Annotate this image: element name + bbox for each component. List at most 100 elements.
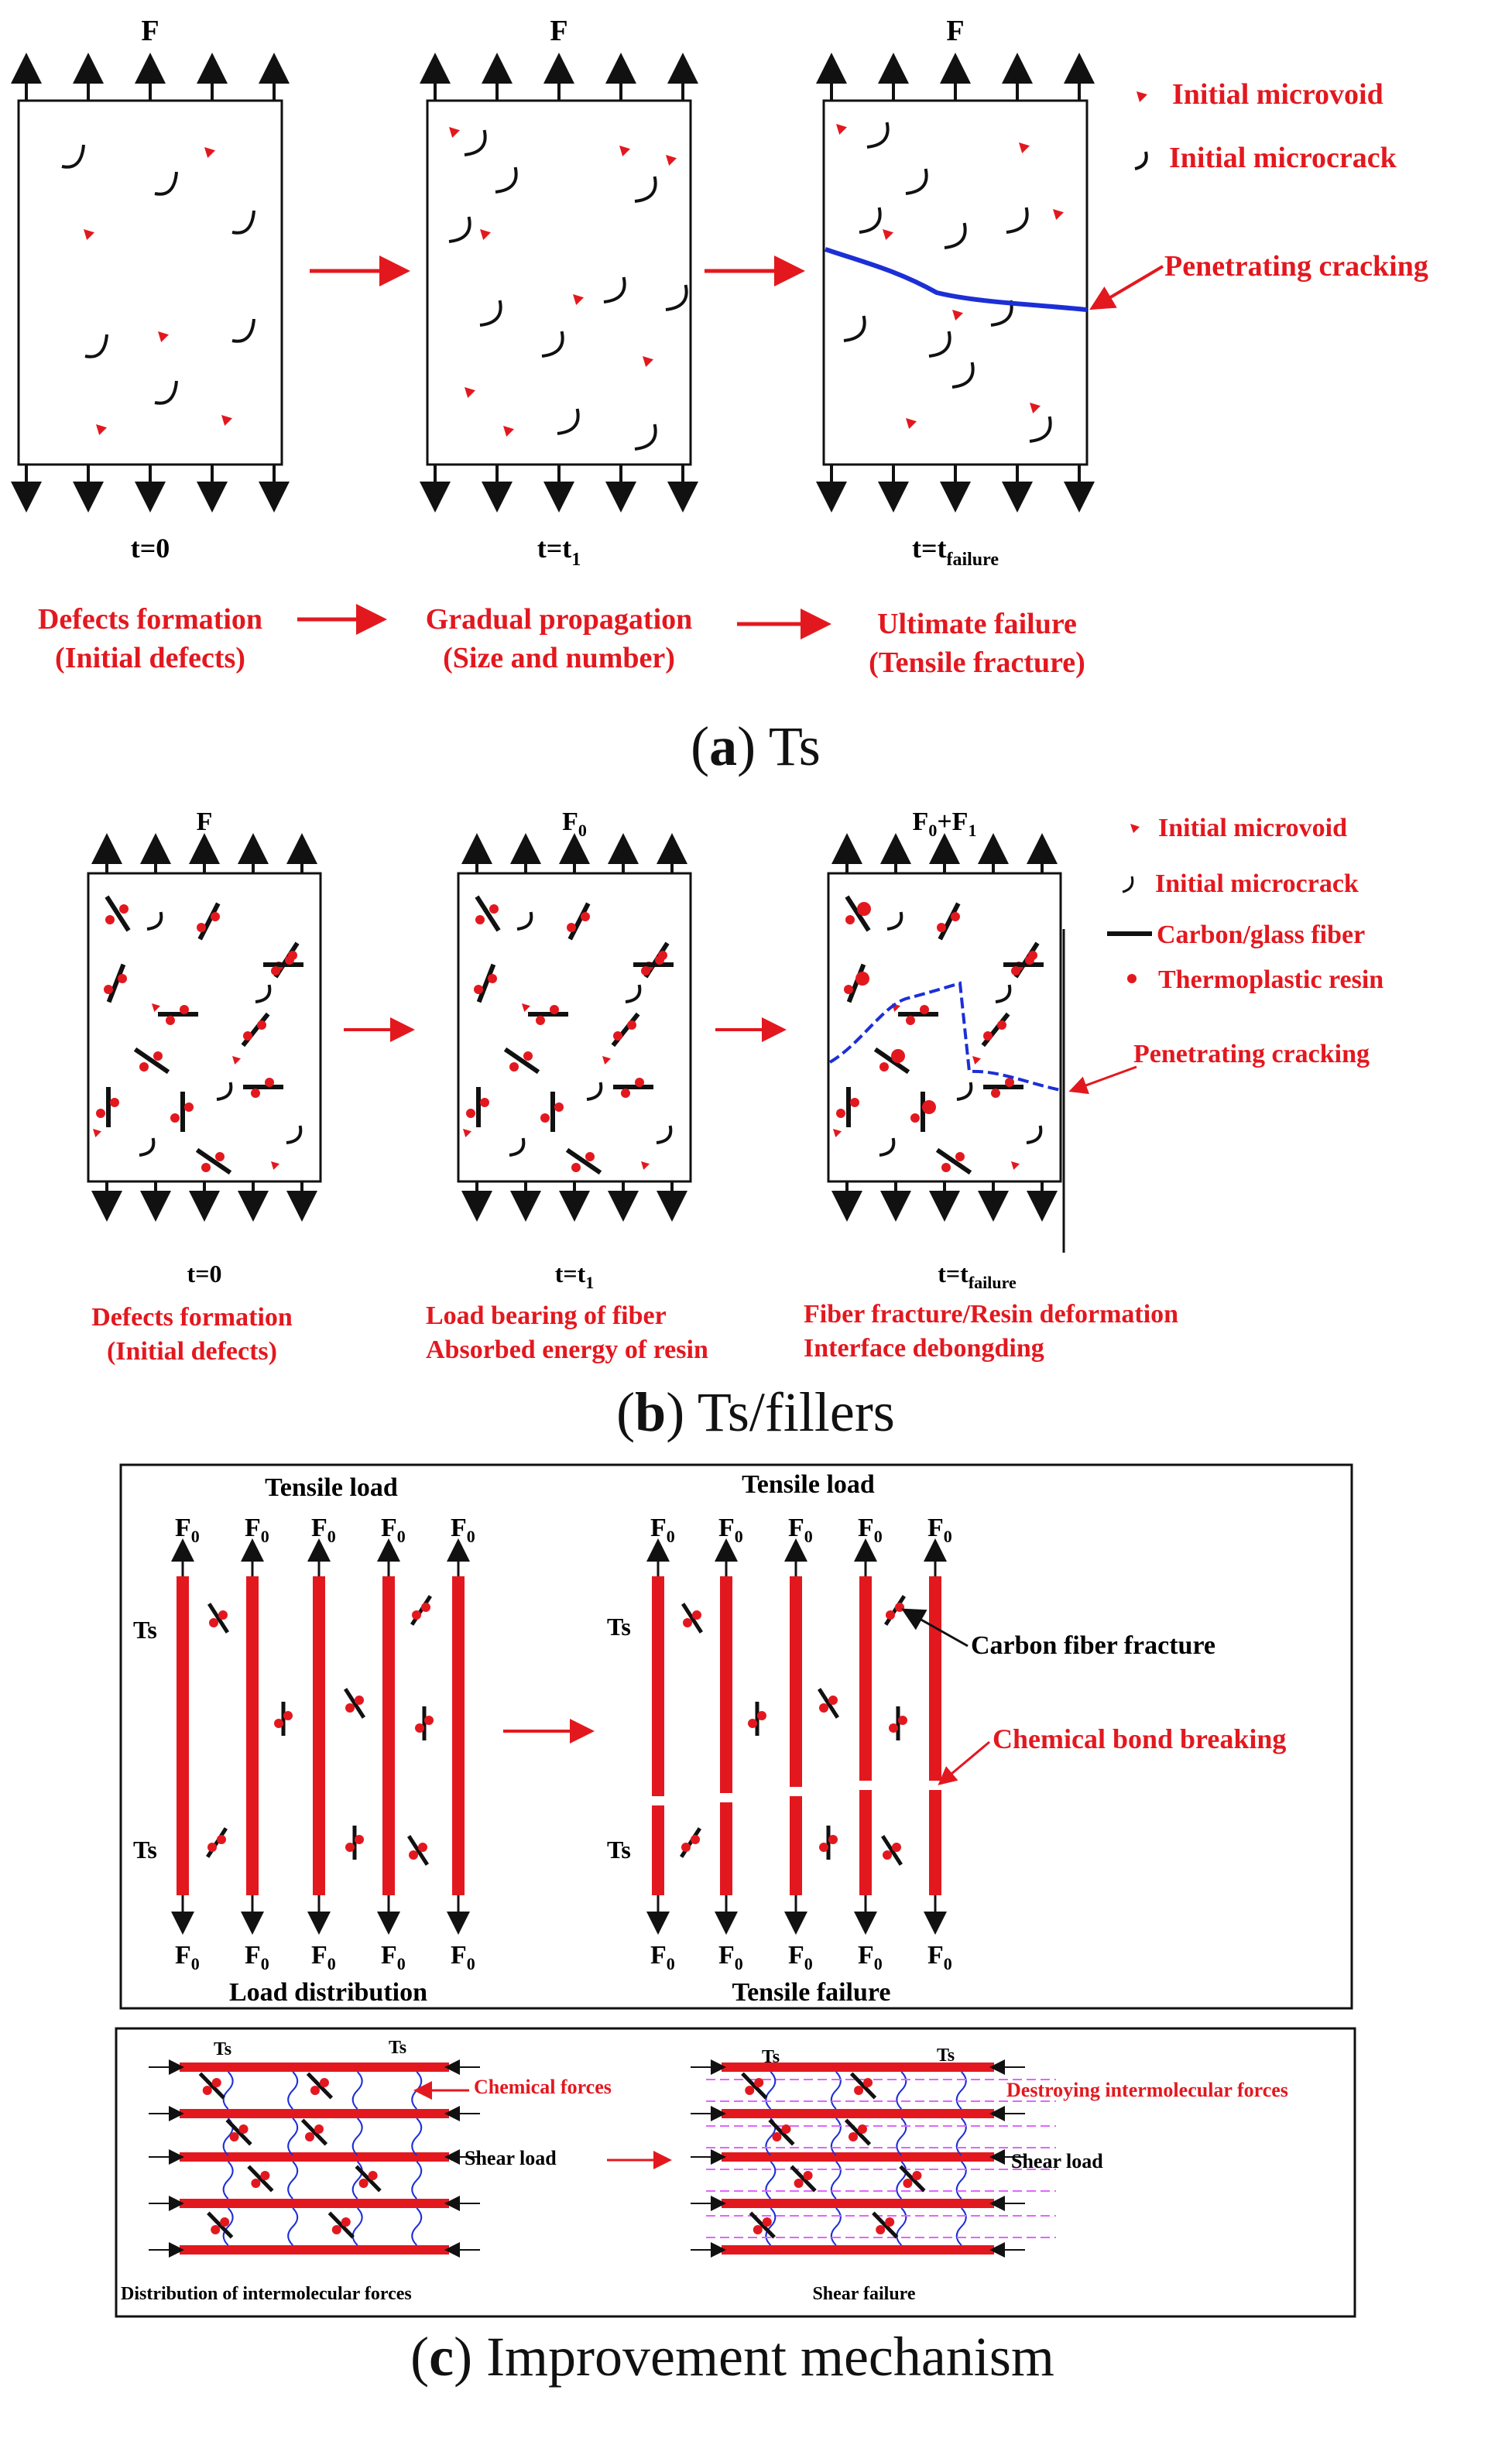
fiber-rod [720, 1576, 732, 1793]
f0-label: F0 [175, 1941, 200, 1973]
resin-dot [368, 2171, 378, 2180]
load-label: F [550, 15, 567, 47]
stage-label: Gradual propagation [426, 603, 693, 636]
resin-dot [197, 923, 206, 932]
microvoid [1053, 209, 1064, 220]
load-arrows [11, 53, 1095, 513]
stage-label: (Initial defects) [55, 642, 245, 674]
time-label: t=t1 [537, 533, 581, 570]
resin-dot [285, 955, 294, 965]
f0-label: F0 [451, 1514, 475, 1546]
microvoid [522, 1003, 530, 1012]
resin-dot [613, 1031, 622, 1041]
fiber [197, 902, 221, 941]
legend-fiber: Carbon/glass fiber [1157, 921, 1365, 949]
resin-dot [211, 2078, 221, 2087]
resin-dot [218, 1610, 228, 1620]
shear-load-label: Shear load [1011, 2150, 1103, 2172]
microcrack [625, 984, 642, 1003]
f0-sub: 0 [261, 1527, 269, 1546]
microcrack [154, 171, 178, 196]
microvoid [952, 310, 963, 321]
ts-label: Ts [762, 2047, 780, 2067]
resin-dot [635, 1078, 644, 1087]
fiber [899, 2165, 926, 2193]
fiber-rod [929, 1790, 941, 1895]
resin-dot [683, 1618, 692, 1627]
bond-curve [955, 2071, 967, 2110]
ts-label: Ts [607, 1613, 631, 1641]
resin-dot [681, 1843, 691, 1852]
microcrack [634, 423, 657, 451]
fiber [849, 2072, 877, 2100]
resin-dot [215, 1152, 225, 1161]
microvoid [503, 426, 514, 437]
microcrack [586, 1082, 603, 1101]
microcrack [995, 984, 1012, 1003]
fiber [749, 2211, 776, 2239]
microcrack [859, 207, 882, 234]
bottom-label: Load distribution [229, 1978, 427, 2007]
microcrack [1026, 1125, 1043, 1144]
microcrack [448, 216, 471, 243]
microcrack [216, 1082, 233, 1101]
resin-dot [627, 1020, 636, 1030]
fiber [846, 963, 866, 1003]
microvoid [836, 124, 847, 135]
microcrack [603, 276, 626, 303]
microvoid-icon [1130, 824, 1140, 833]
panel-b: F F0 F0+F1 t=0 t=t1 t=tfailure Defects f… [87, 808, 1383, 1443]
stage-label: Absorbed energy of resin [426, 1336, 708, 1364]
ts-label: Ts [607, 1836, 631, 1864]
stage-label: Defects formation [91, 1303, 293, 1332]
panel-a: F F F t=0 t=t1 t=tfailure Defects format… [11, 15, 1428, 777]
bond-curve [896, 2071, 907, 2110]
resin-dot [305, 2132, 314, 2141]
resin-dot [1005, 1078, 1014, 1087]
microcrack [231, 210, 255, 235]
microvoid [480, 229, 491, 240]
f0-sub: 0 [804, 1954, 813, 1973]
matrix-layer [722, 2152, 994, 2162]
bond-curve [765, 2071, 777, 2110]
resin-dot [803, 2171, 813, 2180]
resin-dot [863, 2078, 873, 2087]
fiber-rod [382, 1576, 395, 1895]
fiber [105, 895, 131, 932]
microcrack [495, 166, 518, 194]
f0-sub: 0 [327, 1527, 336, 1546]
microcrack [464, 129, 487, 156]
bond-curve [222, 2161, 234, 2200]
microcrack [154, 380, 178, 405]
bond-curve [351, 2071, 363, 2110]
resin-dot [153, 1051, 163, 1061]
resin-dot [251, 2179, 261, 2188]
resin-dot [845, 915, 855, 924]
microvoid [158, 331, 169, 342]
bond-curve [287, 2161, 299, 2200]
microcrack [634, 176, 657, 203]
resin-dot [898, 1716, 907, 1725]
fiber [300, 2118, 328, 2146]
resin-dot [184, 1102, 194, 1112]
resin-dot [166, 1016, 175, 1025]
matrix-layer [180, 2063, 449, 2072]
fiber [355, 2165, 382, 2193]
f0-sub: 0 [467, 1954, 475, 1973]
fiber [567, 902, 591, 941]
resin-dot [170, 1113, 180, 1123]
microvoid [221, 415, 232, 426]
resin-dot [345, 1843, 355, 1852]
resin-dot [1011, 966, 1020, 976]
f0-sub: 0 [191, 1954, 200, 1973]
microvoid [96, 424, 107, 435]
resin-dot [655, 955, 664, 965]
resin-dot [891, 1049, 905, 1063]
resin-dot [941, 1163, 951, 1172]
resin-dot [857, 902, 871, 916]
resin-dot [889, 1723, 898, 1733]
resin-dot [567, 923, 576, 932]
resin-dot [757, 1711, 766, 1720]
microcrack [866, 122, 890, 149]
legend-cracking: Penetrating cracking [1164, 250, 1428, 283]
